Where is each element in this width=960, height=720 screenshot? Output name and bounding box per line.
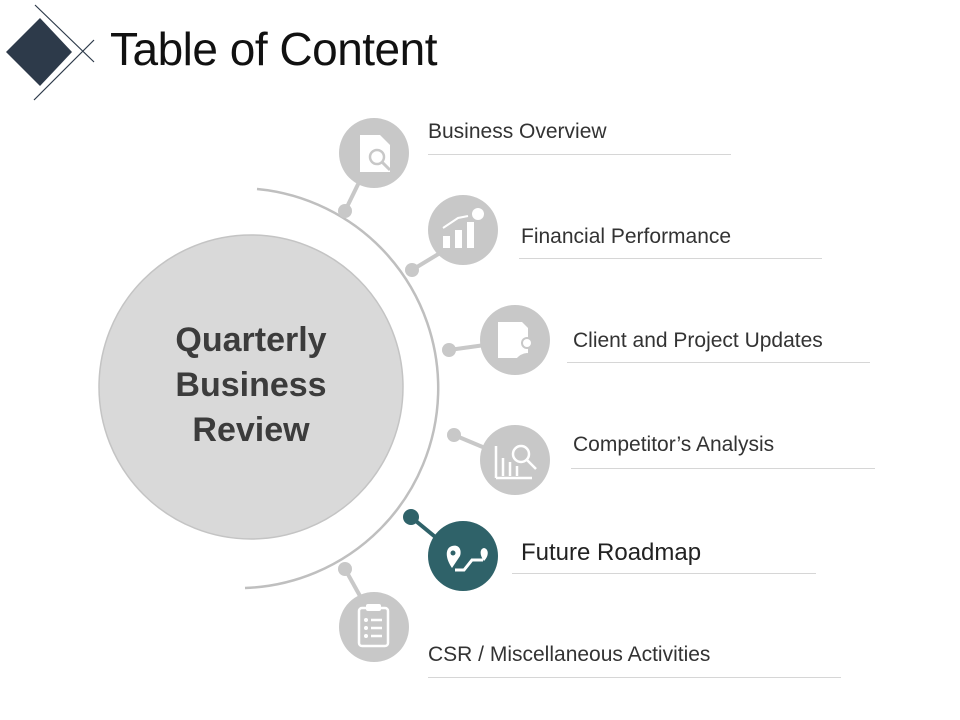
clipboard-checklist-icon: [357, 604, 390, 648]
map-route-icon: [446, 545, 488, 572]
item-label-client-project-updates[interactable]: Client and Project Updates: [573, 329, 823, 352]
item-node-competitors-analysis: [447, 425, 550, 495]
chart-analysis-icon: [494, 444, 537, 480]
page-title: Table of Content: [110, 23, 438, 75]
center-title-line: Quarterly: [175, 321, 327, 359]
item-node-business-overview: [338, 118, 409, 218]
divider: [567, 362, 870, 363]
divider: [519, 258, 822, 259]
item-node-client-project-updates: [442, 305, 550, 375]
divider: [571, 468, 875, 469]
item-label-business-overview[interactable]: Business Overview: [428, 120, 607, 143]
center-circle: [98, 234, 404, 540]
divider: [512, 573, 816, 574]
divider: [428, 677, 841, 678]
divider: [428, 154, 731, 155]
center-title-line: Business: [175, 366, 327, 404]
item-node-financial-performance: [405, 195, 498, 277]
client-document-icon: [498, 322, 539, 360]
diamond-logo-icon: [6, 4, 95, 101]
item-label-csr-misc[interactable]: CSR / Miscellaneous Activities: [428, 643, 711, 666]
timeline-arc: [244, 187, 440, 590]
item-label-competitors-analysis[interactable]: Competitor’s Analysis: [573, 433, 775, 456]
document-search-icon: [360, 135, 392, 172]
item-node-future-roadmap: [403, 509, 498, 591]
item-node-csr-misc: [338, 562, 409, 662]
item-label-future-roadmap[interactable]: Future Roadmap: [521, 539, 702, 566]
item-label-financial-performance[interactable]: Financial Performance: [521, 225, 732, 248]
center-title: Quarterly Business Review: [100, 318, 402, 453]
bar-chart-dollar-icon: [442, 208, 484, 248]
center-title-line: Review: [192, 411, 310, 449]
